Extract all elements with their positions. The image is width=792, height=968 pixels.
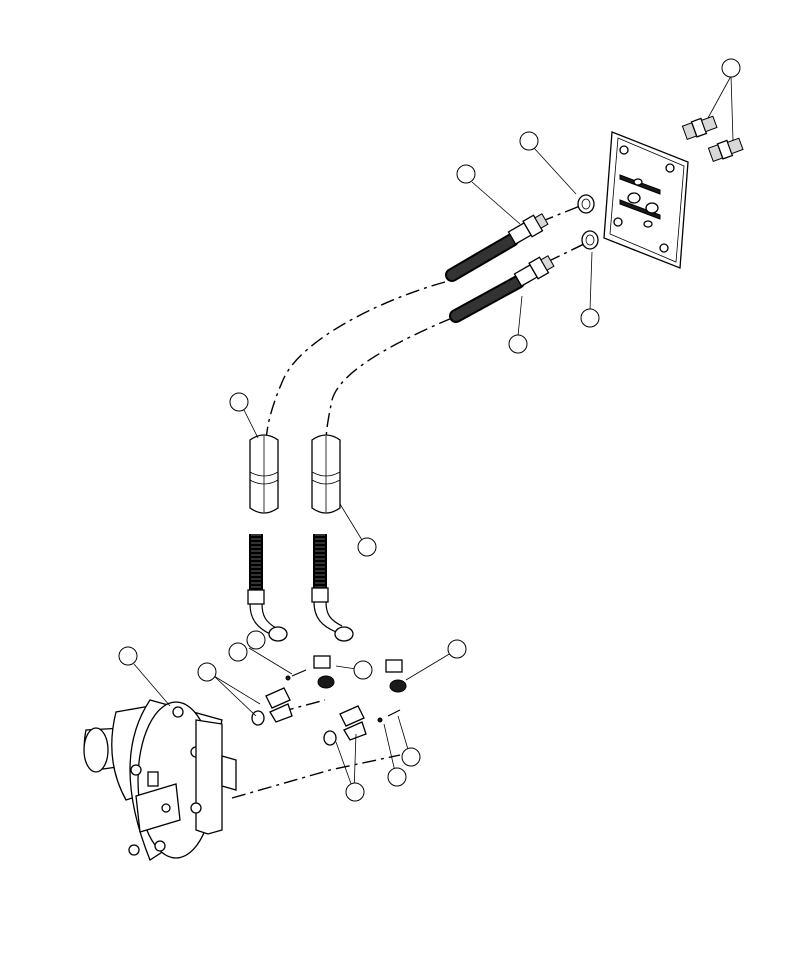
callout-balloon bbox=[447, 639, 467, 659]
callout-balloon bbox=[357, 537, 377, 557]
elbow-fittings bbox=[313, 655, 407, 693]
upper-hose-2 bbox=[449, 255, 555, 323]
adapter-fittings bbox=[681, 115, 744, 163]
callout-balloon bbox=[387, 767, 407, 787]
hose-sleeve-right bbox=[311, 434, 341, 514]
hose-sleeve-left bbox=[249, 434, 279, 514]
o-rings-upper bbox=[577, 194, 599, 250]
callout-balloon bbox=[118, 646, 138, 666]
callout-balloon bbox=[345, 782, 365, 802]
callout-balloon bbox=[580, 308, 600, 328]
lower-hose-left bbox=[247, 534, 288, 642]
mounting-plate bbox=[603, 131, 689, 269]
upper-hose-1 bbox=[445, 213, 549, 282]
callout-balloon bbox=[197, 662, 217, 682]
callout-balloon bbox=[721, 58, 741, 78]
callout-balloon bbox=[401, 747, 421, 767]
fasteners bbox=[285, 669, 401, 723]
routing-lines bbox=[231, 205, 585, 799]
callout-balloon bbox=[228, 642, 248, 662]
callout-balloon bbox=[508, 334, 528, 354]
callout-balloon bbox=[246, 630, 266, 650]
callout-balloon bbox=[519, 131, 539, 151]
callout-balloon bbox=[456, 164, 476, 184]
split-clamps bbox=[251, 687, 367, 746]
callout-balloon bbox=[229, 392, 249, 412]
lower-hose-right bbox=[311, 534, 354, 642]
callout-balloon bbox=[353, 660, 373, 680]
drive-motor-assembly bbox=[83, 699, 237, 861]
callout-balloons bbox=[118, 58, 741, 802]
